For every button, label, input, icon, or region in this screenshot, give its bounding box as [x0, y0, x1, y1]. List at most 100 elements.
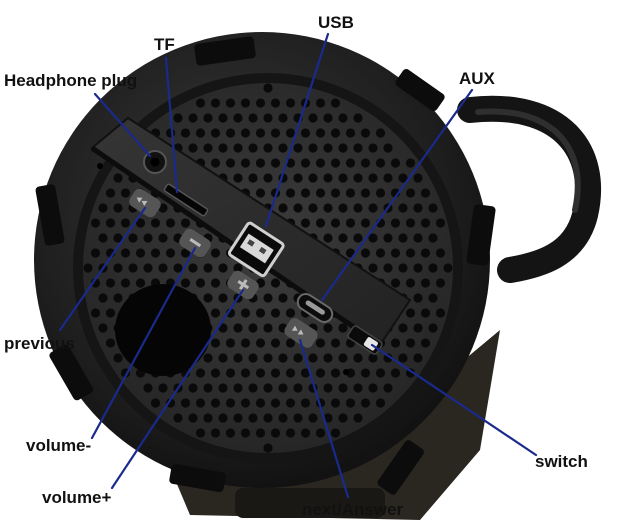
grille-hole	[390, 248, 401, 258]
grille-hole	[135, 278, 146, 288]
grille-hole	[210, 158, 221, 168]
grille-hole	[405, 158, 416, 168]
grille-hole	[405, 248, 416, 258]
grille-hole	[233, 173, 243, 183]
grille-hole	[308, 143, 318, 153]
label-volume-plus: volume+	[42, 488, 112, 507]
grille-hole	[368, 143, 378, 153]
grille-hole	[360, 188, 371, 198]
grille-hole	[353, 113, 363, 123]
grille-hole	[390, 368, 401, 378]
grille-hole	[135, 248, 146, 258]
grille-hole	[278, 143, 288, 153]
grille-hole	[293, 353, 303, 363]
grille-hole	[105, 218, 116, 228]
grille-hole	[375, 158, 386, 168]
leader-switch	[370, 343, 538, 457]
grille-hole	[293, 173, 303, 183]
grille-hole	[113, 263, 123, 273]
grille-hole	[240, 98, 251, 108]
grille-hole	[255, 128, 266, 138]
leader-lines	[58, 32, 538, 499]
grille-hole	[315, 98, 326, 108]
grille-hole	[368, 173, 378, 183]
grille-hole	[428, 233, 438, 243]
grille-hole	[165, 398, 176, 408]
grille-hole	[225, 398, 236, 408]
grille-hole	[293, 203, 303, 213]
grille-hole	[293, 143, 303, 153]
grille-hole	[278, 113, 288, 123]
grille-hole	[210, 98, 221, 108]
grille-hole	[323, 233, 333, 243]
grille-hole	[165, 248, 176, 258]
grille-hole	[105, 308, 116, 318]
grille-hole	[270, 398, 281, 408]
grille-hole	[338, 203, 348, 213]
grille-hole	[368, 383, 378, 393]
grille-hole	[203, 263, 213, 273]
grille-hole	[315, 218, 326, 228]
grille-hole	[413, 323, 423, 333]
grille-hole	[315, 338, 326, 348]
grille-hole	[195, 278, 206, 288]
grille-hole	[210, 308, 221, 318]
grille-hole	[173, 413, 183, 423]
grille-hole	[330, 188, 341, 198]
grille-hole	[428, 323, 438, 333]
grille-hole	[413, 203, 423, 213]
grille-hole	[180, 218, 191, 228]
grille-hole	[263, 353, 273, 363]
grille-hole	[383, 263, 393, 273]
grille-hole	[338, 323, 348, 333]
grille-hole	[233, 353, 243, 363]
grille-hole	[255, 338, 266, 348]
grille-hole	[173, 113, 183, 123]
grille-hole	[188, 143, 198, 153]
grille-hole	[405, 218, 416, 228]
grille-hole	[435, 278, 446, 288]
grille-hole	[308, 113, 318, 123]
grille-hole	[270, 98, 281, 108]
grille-hole	[398, 263, 408, 273]
grille-hole	[210, 398, 221, 408]
grille-hole	[413, 293, 423, 303]
grille-hole	[285, 188, 296, 198]
grille-hole	[300, 368, 311, 378]
grille-hole	[203, 143, 213, 153]
grille-hole	[420, 338, 431, 348]
grille-hole	[255, 158, 266, 168]
grille-hole	[113, 293, 123, 303]
grille-hole	[233, 263, 243, 273]
grille-hole	[383, 383, 393, 393]
grille-hole	[315, 128, 326, 138]
grille-hole	[360, 248, 371, 258]
leader-volume-minus	[90, 246, 197, 440]
grille-hole	[413, 263, 423, 273]
grille-hole	[375, 368, 386, 378]
grille-hole	[428, 263, 438, 273]
grille-hole	[428, 293, 438, 303]
bumper-notches	[35, 36, 496, 495]
grille-hole	[263, 443, 273, 453]
grille-hole	[203, 353, 213, 363]
grille-hole	[248, 413, 258, 423]
grille-hole	[278, 293, 288, 303]
grille-hole	[300, 428, 311, 438]
grille-hole	[345, 188, 356, 198]
indicator-dot	[97, 163, 103, 169]
grille-hole	[210, 248, 221, 258]
grille-hole	[210, 278, 221, 288]
grille-hole	[338, 143, 348, 153]
grille-hole	[240, 428, 251, 438]
grille-hole	[390, 338, 401, 348]
grille-hole	[428, 203, 438, 213]
grille-hole	[180, 278, 191, 288]
grille-hole	[98, 203, 108, 213]
label-previous: previous	[4, 334, 75, 353]
grille-hole	[435, 218, 446, 228]
grille-hole	[413, 233, 423, 243]
grille-hole	[248, 173, 258, 183]
label-headphone-plug: Headphone plug	[4, 71, 138, 90]
volume-minus-button	[179, 228, 211, 258]
